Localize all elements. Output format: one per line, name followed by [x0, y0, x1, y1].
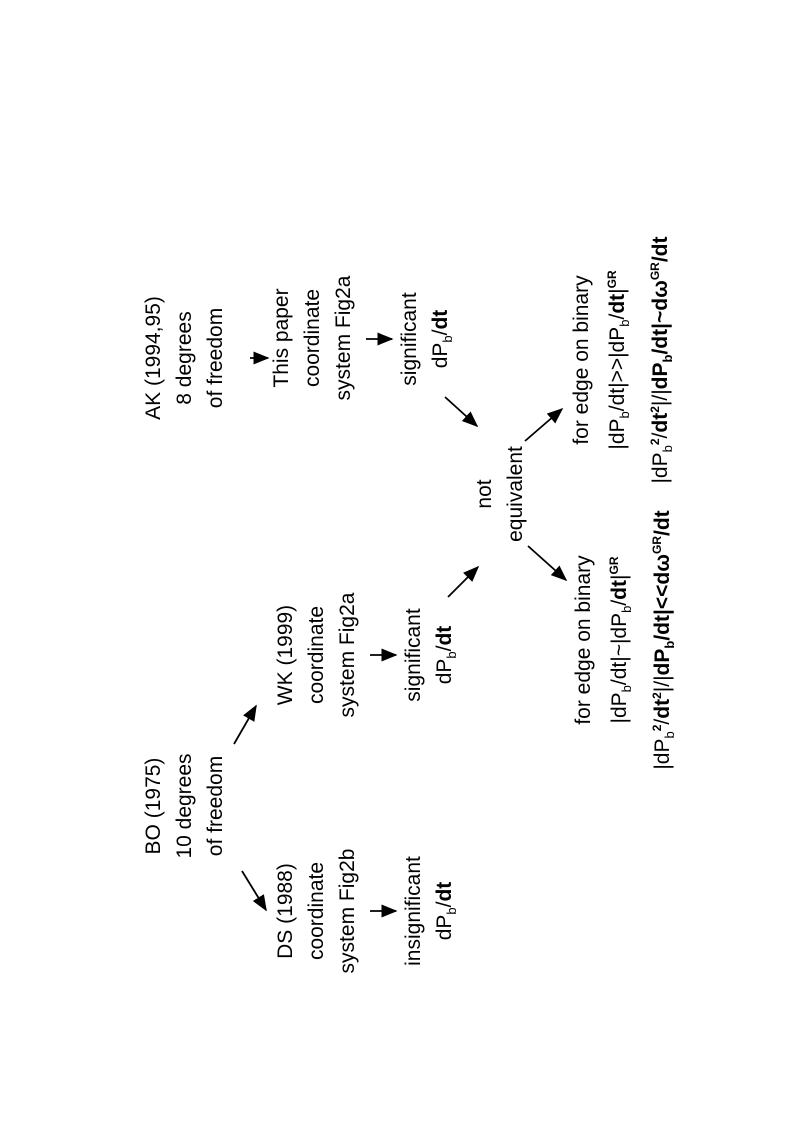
arrow-not-equivalent-to-right-cond: [524, 407, 564, 442]
ds-line-3: system Fig2b: [336, 848, 359, 974]
bo-line-2: 10 degrees: [173, 753, 196, 859]
tp-line-1: This paper: [270, 288, 293, 388]
right-condition-line-3: |dPb2/dt2|/|dPb/dt|~dωGR/dt: [648, 236, 675, 484]
right-condition-title: for edge on binary: [570, 275, 593, 445]
arrow-bo-to-ds: [241, 870, 267, 912]
ds-line-1: DS (1988): [274, 863, 297, 959]
arrow-significant-tp-to-not-equivalent: [444, 396, 479, 428]
tp-line-3: system Fig2a: [332, 275, 355, 401]
wk-result-word: significant: [402, 608, 425, 702]
wk-result-formula: dPb/dt: [433, 625, 459, 685]
ds-node: DS (1988) coordinate system Fig2b: [270, 816, 363, 1006]
tp-result-word: significant: [398, 292, 421, 386]
arrow-bo-to-wk: [233, 704, 257, 745]
arrow-not-equivalent-to-left-cond: [527, 545, 568, 582]
ds-line-2: coordinate: [305, 861, 328, 961]
wk-node: WK (1999) coordinate system Fig2a: [270, 560, 363, 750]
right-condition: for edge on binary |dPb/dt|>>|dPb/dt|GR …: [566, 175, 683, 545]
tp-line-2: coordinate: [301, 288, 324, 388]
not-equivalent-line-1: not: [473, 479, 496, 509]
ds-result-formula: dPb/dt: [433, 881, 459, 941]
ak-line-2: 8 degrees: [173, 311, 196, 405]
bo-node: BO (1975) 10 degrees of freedom: [138, 711, 231, 901]
tp-node: This paper coordinate system Fig2a: [266, 243, 359, 433]
wk-line-1: WK (1999): [274, 604, 297, 706]
ds-result-word: insignificant: [402, 856, 425, 966]
ak-line-1: AK (1994,95): [142, 296, 165, 420]
tp-result: significant dPb/dt: [394, 264, 463, 414]
ak-node: AK (1994,95) 8 degrees of freedom: [138, 263, 231, 453]
ds-result: insignificant dPb/dt: [398, 836, 467, 986]
wk-line-3: system Fig2a: [336, 592, 359, 718]
ak-line-3: of freedom: [204, 307, 227, 409]
arrow-significant-to-not-equivalent: [447, 565, 480, 598]
not-equivalent-node: not equivalent: [469, 424, 531, 564]
right-condition-line-2: |dPb/dt|>>|dPb/dt|GR: [605, 270, 632, 450]
wk-result: significant dPb/dt: [398, 580, 467, 730]
wk-line-2: coordinate: [305, 605, 328, 705]
tp-result-formula: dPb/dt: [429, 309, 455, 369]
bo-line-3: of freedom: [204, 755, 227, 857]
not-equivalent-line-2: equivalent: [504, 446, 527, 542]
bo-line-1: BO (1975): [142, 757, 165, 855]
